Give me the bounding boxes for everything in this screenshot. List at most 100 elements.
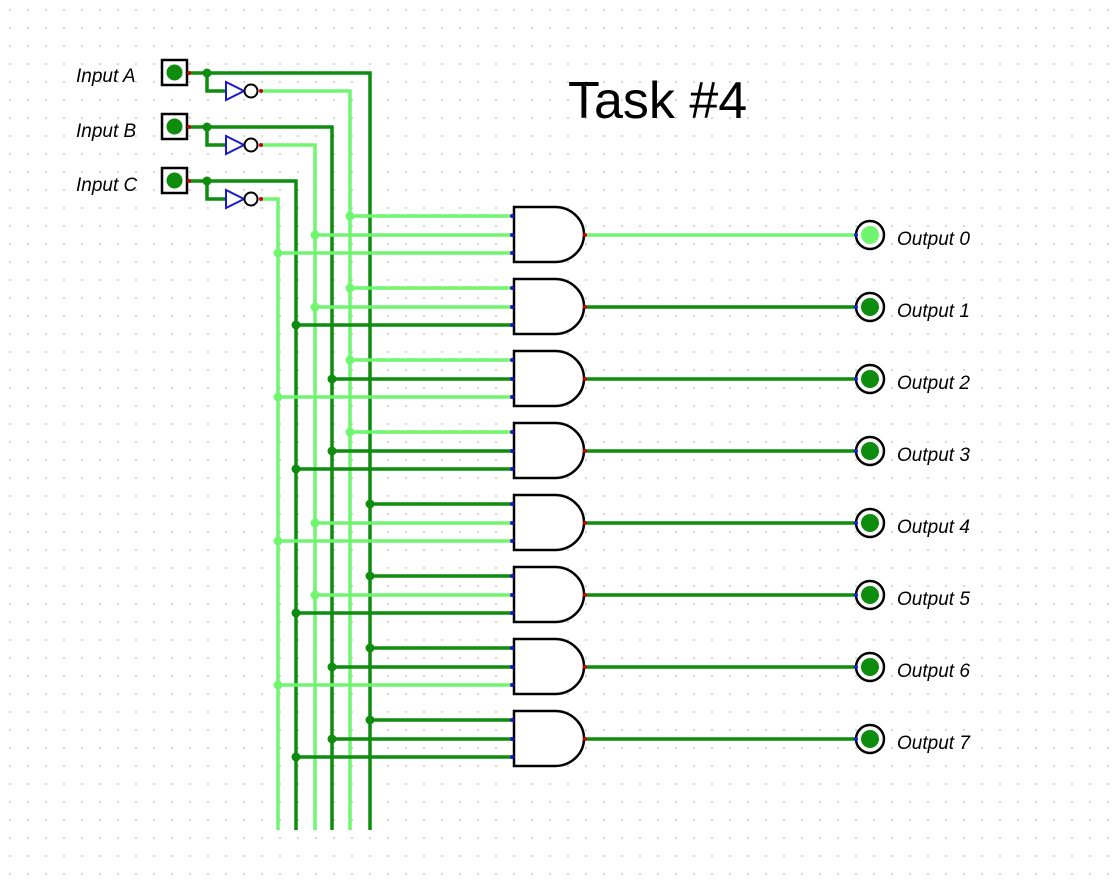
grid-dot (387, 711, 389, 713)
grid-dot (729, 333, 731, 335)
grid-dot (207, 873, 209, 875)
grid-dot (1089, 549, 1091, 551)
grid-dot (747, 423, 749, 425)
grid-dot (207, 333, 209, 335)
grid-dot (99, 117, 101, 119)
grid-dot (1053, 567, 1055, 569)
grid-dot (819, 351, 821, 353)
grid-dot (675, 783, 677, 785)
grid-dot (963, 153, 965, 155)
grid-dot (63, 531, 65, 533)
grid-dot (405, 171, 407, 173)
grid-dot (927, 135, 929, 137)
grid-dot (1017, 603, 1019, 605)
grid-dot (387, 549, 389, 551)
grid-dot (459, 837, 461, 839)
and-gate-6 (510, 637, 587, 696)
grid-dot (873, 567, 875, 569)
grid-dot (441, 495, 443, 497)
grid-dot (909, 9, 911, 11)
grid-dot (1017, 387, 1019, 389)
grid-dot (963, 27, 965, 29)
grid-dot (783, 801, 785, 803)
grid-dot (963, 261, 965, 263)
grid-dot (45, 765, 47, 767)
grid-dot (981, 675, 983, 677)
grid-dot (441, 711, 443, 713)
grid-dot (603, 783, 605, 785)
grid-dot (63, 729, 65, 731)
not-gate-bubble (243, 137, 259, 153)
grid-dot (459, 297, 461, 299)
grid-dot (243, 189, 245, 191)
grid-dot (81, 693, 83, 695)
grid-dot (837, 27, 839, 29)
grid-dot (99, 819, 101, 821)
grid-dot (1089, 729, 1091, 731)
grid-dot (693, 171, 695, 173)
grid-dot (873, 45, 875, 47)
grid-dot (1107, 837, 1109, 839)
grid-dot (1089, 27, 1091, 29)
grid-dot (765, 207, 767, 209)
grid-dot (999, 9, 1001, 11)
grid-dot (891, 27, 893, 29)
grid-dot (657, 441, 659, 443)
grid-dot (1089, 567, 1091, 569)
grid-dot (963, 405, 965, 407)
grid-dot (621, 603, 623, 605)
grid-dot (909, 621, 911, 623)
grid-dot (81, 405, 83, 407)
grid-dot (261, 387, 263, 389)
grid-dot (765, 153, 767, 155)
grid-dot (657, 765, 659, 767)
grid-dot (621, 531, 623, 533)
grid-dot (945, 387, 947, 389)
output-pin-4 (854, 507, 886, 539)
grid-dot (927, 693, 929, 695)
grid-dot (1035, 423, 1037, 425)
grid-dot (387, 567, 389, 569)
grid-dot (1053, 837, 1055, 839)
grid-dot (1089, 495, 1091, 497)
grid-dot (1053, 135, 1055, 137)
grid-dot (765, 765, 767, 767)
grid-dot (63, 117, 65, 119)
grid-dot (783, 693, 785, 695)
output-pin-2 (854, 363, 886, 395)
grid-dot (819, 225, 821, 227)
grid-dot (63, 279, 65, 281)
grid-dot (81, 9, 83, 11)
grid-dot (99, 837, 101, 839)
grid-dot (1089, 405, 1091, 407)
grid-dot (873, 261, 875, 263)
grid-dot (783, 549, 785, 551)
grid-dot (9, 513, 11, 515)
grid-dot (495, 495, 497, 497)
grid-dot (675, 549, 677, 551)
grid-dot (1053, 729, 1055, 731)
grid-dot (243, 243, 245, 245)
grid-dot (117, 135, 119, 137)
grid-dot (207, 297, 209, 299)
grid-dot (405, 99, 407, 101)
grid-dot (603, 657, 605, 659)
grid-dot (135, 351, 137, 353)
grid-dot (1071, 819, 1073, 821)
grid-dot (279, 99, 281, 101)
grid-dot (999, 405, 1001, 407)
grid-dot (117, 9, 119, 11)
grid-dot (9, 243, 11, 245)
grid-dot (1017, 279, 1019, 281)
grid-dot (657, 837, 659, 839)
grid-dot (585, 153, 587, 155)
grid-dot (801, 351, 803, 353)
grid-dot (207, 693, 209, 695)
grid-dot (675, 747, 677, 749)
grid-dot (693, 549, 695, 551)
grid-dot (207, 585, 209, 587)
grid-dot (387, 99, 389, 101)
input-pin-c (160, 166, 191, 195)
grid-dot (747, 63, 749, 65)
